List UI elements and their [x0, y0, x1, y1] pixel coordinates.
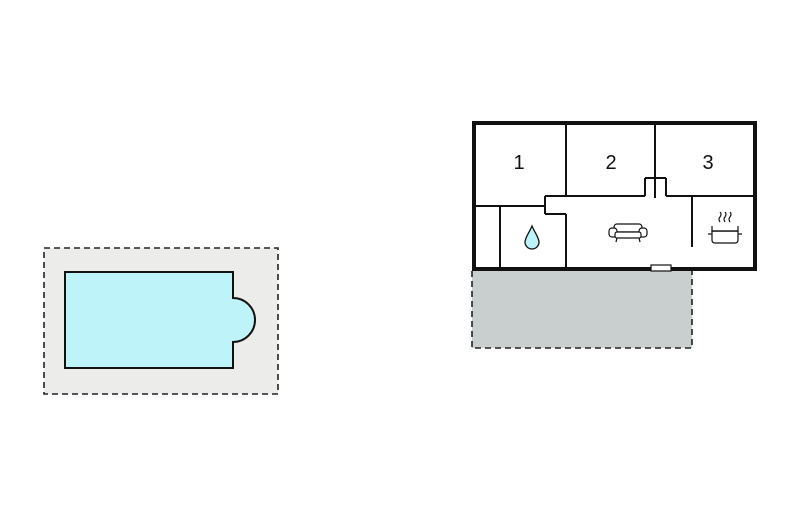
entrance-door	[650, 264, 672, 272]
cooking-pot-icon	[708, 211, 742, 244]
room-1-label: 1	[513, 152, 524, 174]
pool-area	[43, 247, 279, 395]
exterior-walls	[472, 121, 757, 271]
terrace	[471, 268, 693, 349]
interior-walls	[474, 123, 755, 269]
house: 1 2 3	[472, 121, 757, 272]
sofa-icon	[608, 223, 648, 243]
room-3-label: 3	[702, 152, 713, 174]
swimming-pool	[64, 271, 256, 369]
room-2-label: 2	[605, 152, 616, 174]
water-drop-icon	[524, 224, 540, 250]
